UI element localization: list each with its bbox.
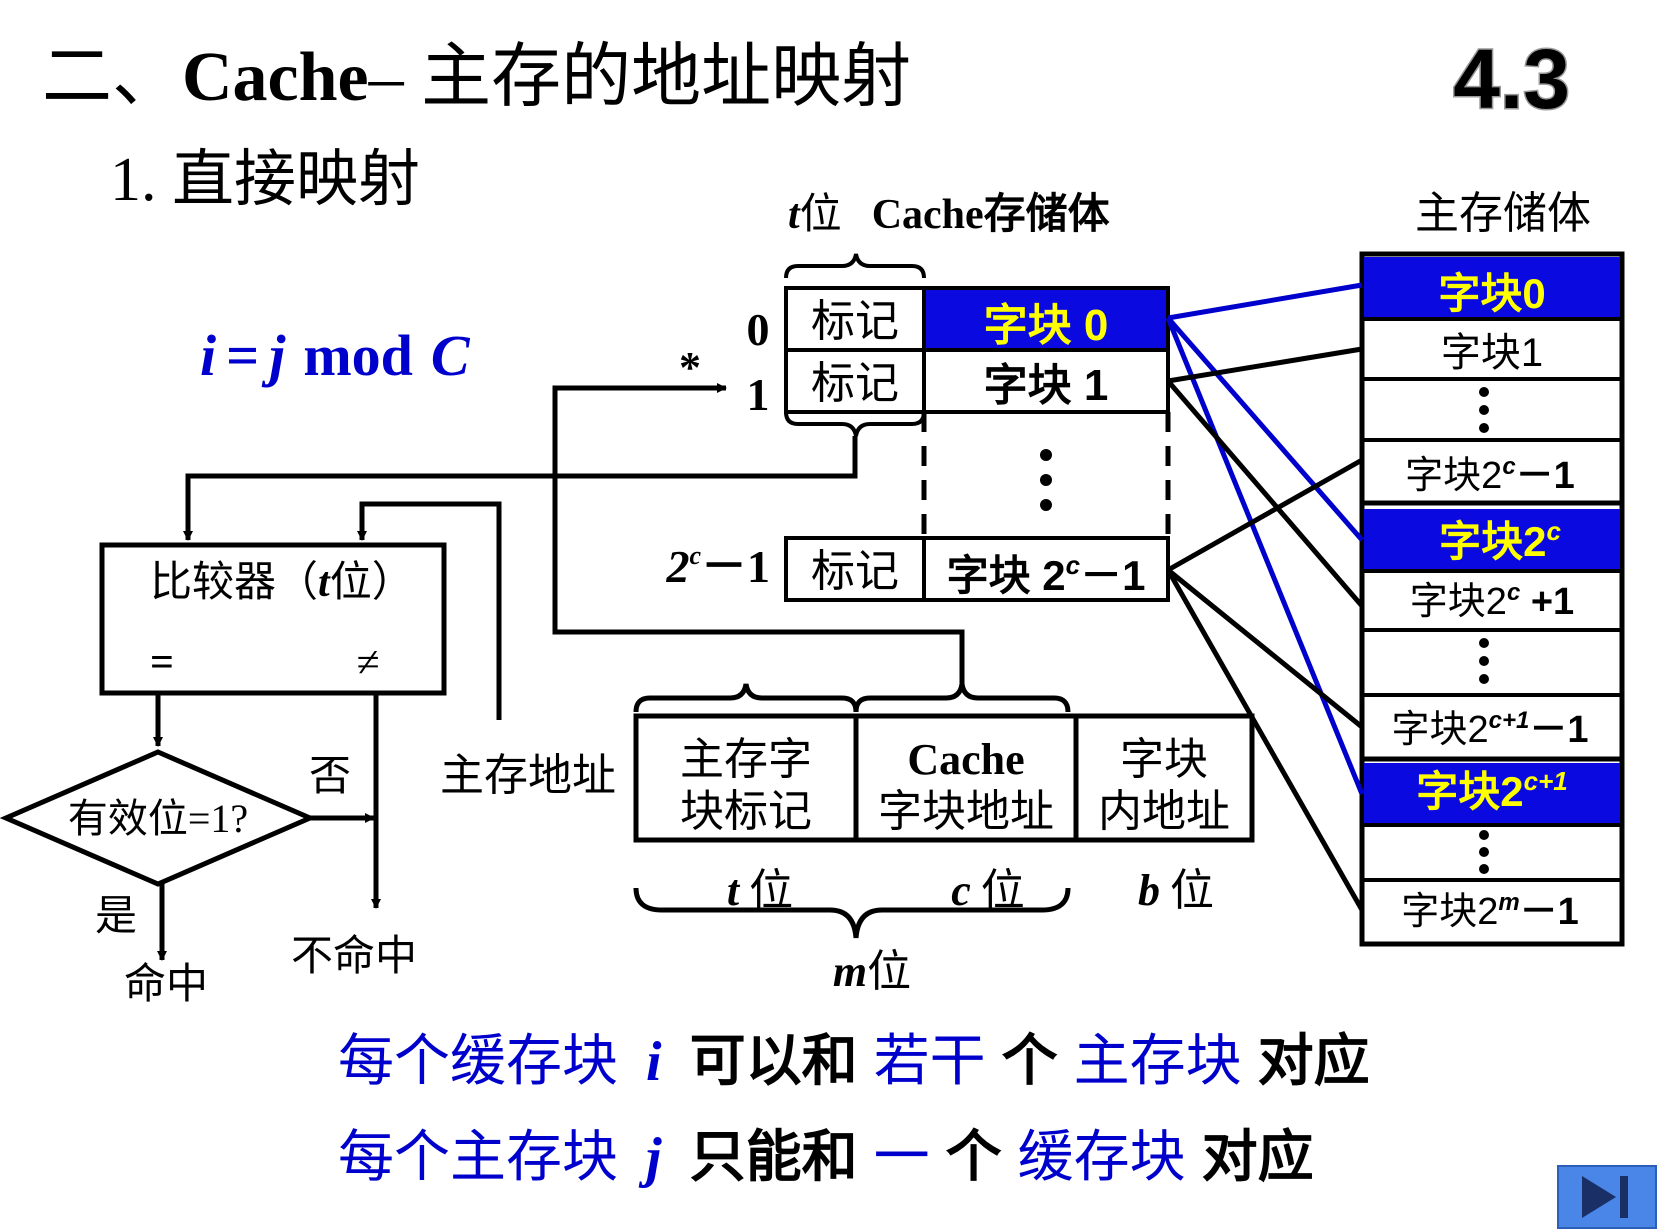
index-to-row-arrow	[552, 383, 965, 688]
address-field-index: 字块地址	[878, 787, 1054, 836]
cache-tag-label: 标记	[811, 359, 899, 408]
not-equal-output-label: ≠	[356, 640, 379, 686]
address-field-offset: 内地址	[1098, 787, 1230, 836]
valid-bit-diamond	[0, 749, 317, 887]
valid-bit-label: 有效位=1?	[68, 796, 248, 841]
index-field-brace	[853, 683, 1071, 713]
ellipsis-dot	[1040, 474, 1052, 486]
map-line	[1165, 568, 1365, 912]
m-bits-brace	[633, 887, 1071, 939]
map-line-blue	[1165, 317, 1365, 795]
memory-highlight-0	[1364, 257, 1620, 319]
m-bits-label: m位	[833, 947, 911, 996]
current-row-marker: *	[679, 343, 701, 392]
memory-highlight-2c	[1364, 509, 1620, 571]
cache-block-label: 字块 1	[984, 361, 1109, 410]
memory-highlight-2c1	[1364, 763, 1620, 825]
cache-block-label: 字块 2c－1	[947, 550, 1146, 599]
subtitle: 1. 直接映射	[110, 146, 420, 214]
memory-block-label: 字块2m－1	[1401, 889, 1579, 933]
tag-read-brace	[784, 411, 926, 437]
miss-label: 不命中	[291, 933, 417, 980]
cache-row-index: 0	[747, 304, 770, 355]
yes-label: 是	[95, 894, 137, 940]
map-line	[1166, 457, 1364, 573]
map-line	[1166, 379, 1364, 608]
ellipsis-dot	[1040, 499, 1052, 511]
cache-tag-label: 标记	[811, 297, 899, 346]
memory-block-label: 字块0	[1438, 270, 1545, 317]
no-label: 否	[309, 754, 351, 800]
address-format	[633, 713, 1255, 843]
section-number: 4.3	[1453, 32, 1570, 126]
map-line	[1166, 568, 1364, 729]
tag-to-comparator-arrow	[183, 436, 858, 541]
ellipsis-dot	[1479, 830, 1489, 840]
tag-field-brace	[633, 683, 859, 713]
memory-block-label: 字块2c－1	[1405, 453, 1575, 497]
tag-width-brace	[784, 253, 926, 279]
cache-tag-last	[784, 536, 926, 602]
memory-block-label: 字块2c+1	[1416, 766, 1567, 815]
play-end-icon	[1582, 1176, 1628, 1218]
ellipsis-dot	[1040, 449, 1052, 461]
ellipsis-dot	[1479, 387, 1489, 397]
memory-frame	[1359, 251, 1625, 947]
address-field-offset: 字块	[1120, 735, 1208, 784]
page-title: 二、Cache– 主存的地址映射	[42, 39, 911, 116]
address-tag-to-comparator-arrow	[357, 501, 502, 720]
cache-block-last	[922, 536, 1170, 602]
ellipsis-dot	[1479, 656, 1489, 666]
cache-tag-1	[784, 348, 926, 414]
ellipsis-dot	[1479, 405, 1489, 415]
map-line-blue	[1166, 316, 1364, 542]
map-line	[1167, 346, 1363, 384]
comparator-box	[99, 542, 447, 696]
memory-block-label: 字块2c +1	[1410, 579, 1574, 623]
memory-title: 主存储体	[1415, 189, 1591, 238]
map-line-blue	[1167, 282, 1363, 321]
address-field-index: Cache	[907, 735, 1024, 784]
hit-label: 命中	[124, 961, 208, 1008]
cache-tag-label: 标记	[811, 547, 899, 596]
ellipsis-dot	[1479, 864, 1489, 874]
address-field-tag: 块标记	[680, 787, 812, 836]
ellipsis-dot	[1479, 847, 1489, 857]
memory-column	[1359, 251, 1625, 947]
cache-row-index: 2c－1	[665, 541, 770, 592]
ellipsis-dot	[1479, 638, 1489, 648]
memory-block-label: 字块1	[1441, 331, 1543, 375]
ellipsis-dot	[1479, 674, 1489, 684]
comparator-label: 比较器（t位）	[150, 559, 414, 606]
next-slide-button[interactable]	[1557, 1165, 1657, 1229]
memory-block-label: 字块2c	[1439, 516, 1561, 565]
equal-output-label: =	[150, 640, 174, 686]
cache-block-label: 字块 0	[984, 301, 1109, 350]
ellipsis-dot	[1479, 423, 1489, 433]
address-field-tag: 主存字	[680, 735, 812, 784]
mapping-lines	[1165, 282, 1365, 912]
cache-row-index: 1	[747, 369, 770, 420]
memory-block-label: 字块2c+1－1	[1392, 707, 1589, 751]
address-label: 主存地址	[440, 751, 616, 800]
